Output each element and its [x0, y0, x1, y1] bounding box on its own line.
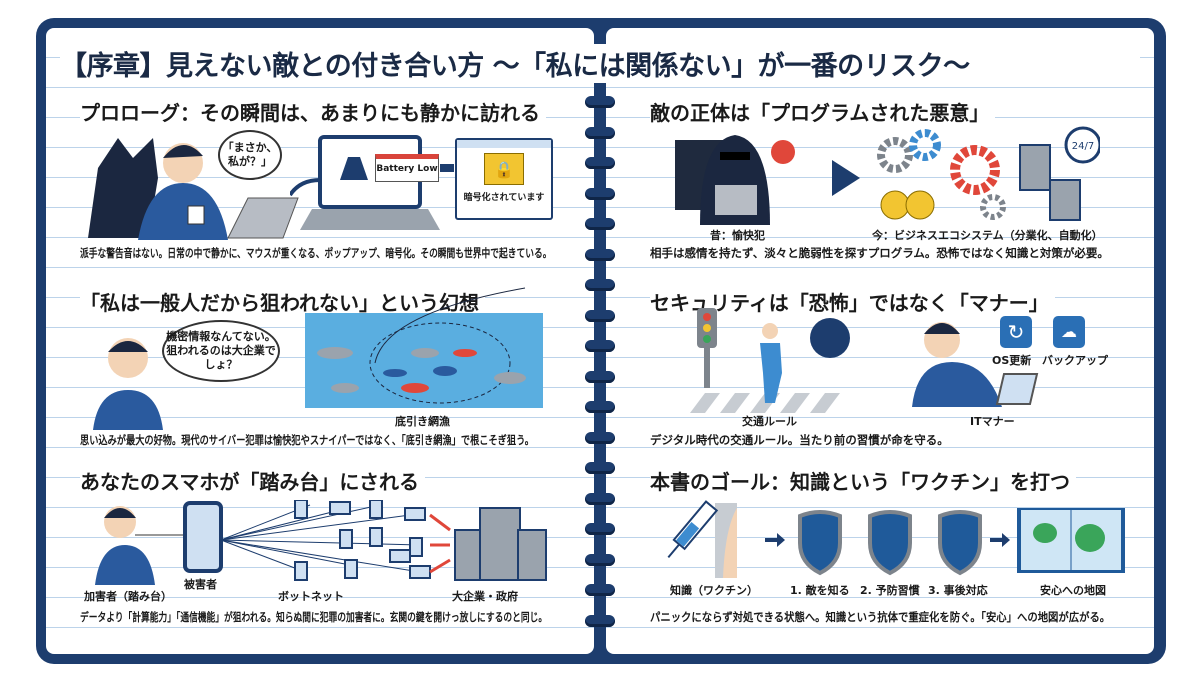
play-arrow-icon [832, 160, 860, 196]
person-icon [138, 183, 228, 240]
weight-icon [340, 157, 368, 180]
thought-bubble: 機密情報なんてない。狙われるのは大企業でしょ？ [162, 320, 280, 382]
spiral-ring [585, 340, 615, 352]
stepping-heading: あなたのスマホが「踏み台」にされる [80, 466, 425, 495]
hacker-illustration [675, 135, 795, 225]
trawl-net-illustration [305, 287, 543, 408]
syringe-icon [667, 500, 719, 559]
walking-person-icon [760, 343, 782, 403]
seatbelt-icon [810, 318, 850, 358]
coffee-mug-icon [187, 205, 205, 225]
step3-label: 3. 事後対応 [928, 584, 988, 597]
spiral-ring [585, 614, 615, 627]
thinking-person-illustration [93, 338, 163, 430]
world-map-book-icon [1017, 508, 1125, 573]
thought-bubble: 「まさか、私が？」 [218, 130, 282, 180]
spiral-ring [585, 187, 615, 200]
infected-laptop-illustration [290, 135, 440, 230]
vaccine-flow-illustration [667, 500, 1125, 578]
spiral-ring [585, 523, 615, 535]
clock-icon [1064, 126, 1100, 164]
botnet-label: ボットネット [278, 590, 344, 603]
safety-map-label: 安心への地図 [1040, 584, 1106, 597]
prologue-heading: プロローグ：その瞬間は、あまりにも静かに訪れる [80, 97, 546, 126]
battery-low-popup: Battery Low [375, 154, 439, 182]
botnet-illustration [95, 500, 547, 585]
backup-icon: ☁ [1053, 316, 1085, 348]
now-label: 今：ビジネスエコシステム（分業化、自動化） [872, 229, 1103, 242]
traffic-rules-label: 交通ルール [742, 415, 797, 428]
spiral-ring [585, 462, 615, 474]
spiral-ring [585, 218, 615, 230]
illusion-caption: 思い込みが最大の好物。現代のサイバー犯罪は愉快犯やスナイパーではなく、「底引き網… [80, 433, 534, 447]
spiral-ring [585, 584, 615, 596]
victim-phone-icon [183, 501, 223, 573]
spiral-ring [585, 248, 615, 261]
spiral-ring [585, 157, 615, 169]
illusion-heading: 「私は一般人だから狙われない」という幻想 [80, 287, 485, 316]
victim-label: 被害者 [184, 578, 217, 591]
it-manners-illustration [912, 322, 1039, 407]
robot-icon [1049, 179, 1081, 221]
os-update-icon: ↻ [1000, 316, 1032, 348]
prologue-caption: 派手な警告音はない。日常の中で静かに、マウスが重くなる、ポップアップ、暗号化。そ… [80, 246, 552, 260]
spiral-ring [585, 492, 615, 505]
cybercrime-ecosystem-illustration: 24/7 [877, 126, 1100, 221]
trawl-net-label: 底引き網漁 [395, 415, 450, 428]
spiral-ring [585, 96, 615, 108]
attacker-label: 加害者（踏み台） [84, 590, 172, 603]
shield-icon [798, 510, 842, 576]
enemy-heading: 敵の正体は「プログラムされた悪意」 [650, 97, 996, 126]
stepping-caption: データより「計算能力」「通信機能」が狙われる。知らぬ間に犯罪の加害者に。玄関の鍵… [80, 610, 548, 624]
past-label: 昔：愉快犯 [710, 229, 765, 242]
step2-label: 2. 予防習慣 [860, 584, 920, 597]
spiral-ring [585, 370, 615, 383]
office-building-icon [454, 507, 547, 581]
money-bag-icon [880, 190, 935, 220]
page-title: 【序章】見えない敵との付き合い方 〜「私には関係ない」が一番のリスク〜 [60, 44, 1140, 83]
attacker-person-icon [95, 545, 155, 585]
bug-icon [771, 140, 795, 164]
laptop-icon [995, 373, 1039, 405]
spiral-ring [585, 279, 615, 291]
shield-icon [938, 510, 982, 576]
encrypted-label: 暗号化されています [463, 193, 545, 203]
spiral-ring [585, 553, 615, 566]
spiral-ring [585, 431, 615, 444]
arrow-right-icon [440, 164, 454, 172]
laptop-icon [227, 197, 299, 239]
devil-icon [88, 138, 158, 238]
robot-icon [1019, 144, 1051, 191]
crosswalk-illustration [690, 308, 850, 413]
step1-label: 1. 敵を知る [790, 584, 850, 597]
shield-icon [868, 510, 912, 576]
spiral-ring [585, 401, 615, 413]
spiral-ring [585, 126, 615, 139]
os-update-label: OS更新 [992, 354, 1032, 367]
enemy-caption: 相手は感情を持たず、淡々と脆弱性を探すプログラム。恐怖ではなく知識と対策が必要。 [650, 246, 1109, 260]
it-manners-label: ITマナー [970, 415, 1015, 428]
backup-label: バックアップ [1042, 354, 1108, 367]
spiral-ring [585, 309, 615, 322]
goal-heading: 本書のゴール：知識という「ワクチン」を打つ [650, 466, 1076, 495]
clock-label: 24/7 [1072, 141, 1094, 152]
enterprise-label: 大企業・政府 [452, 590, 518, 603]
vaccine-label: 知識（ワクチン） [670, 584, 758, 597]
arm-icon [723, 508, 737, 578]
devil-and-user-illustration [88, 138, 299, 240]
goal-caption: パニックにならず対処できる状態へ。知識という抗体で重症化を防ぐ。「安心」への地図… [650, 610, 1111, 624]
manners-caption: デジタル時代の交通ルール。当たり前の習慣が命を守る。 [650, 433, 949, 447]
lock-folder-icon: 🔒 [484, 153, 524, 185]
ransom-window: 🔒 暗号化されています [455, 138, 553, 220]
